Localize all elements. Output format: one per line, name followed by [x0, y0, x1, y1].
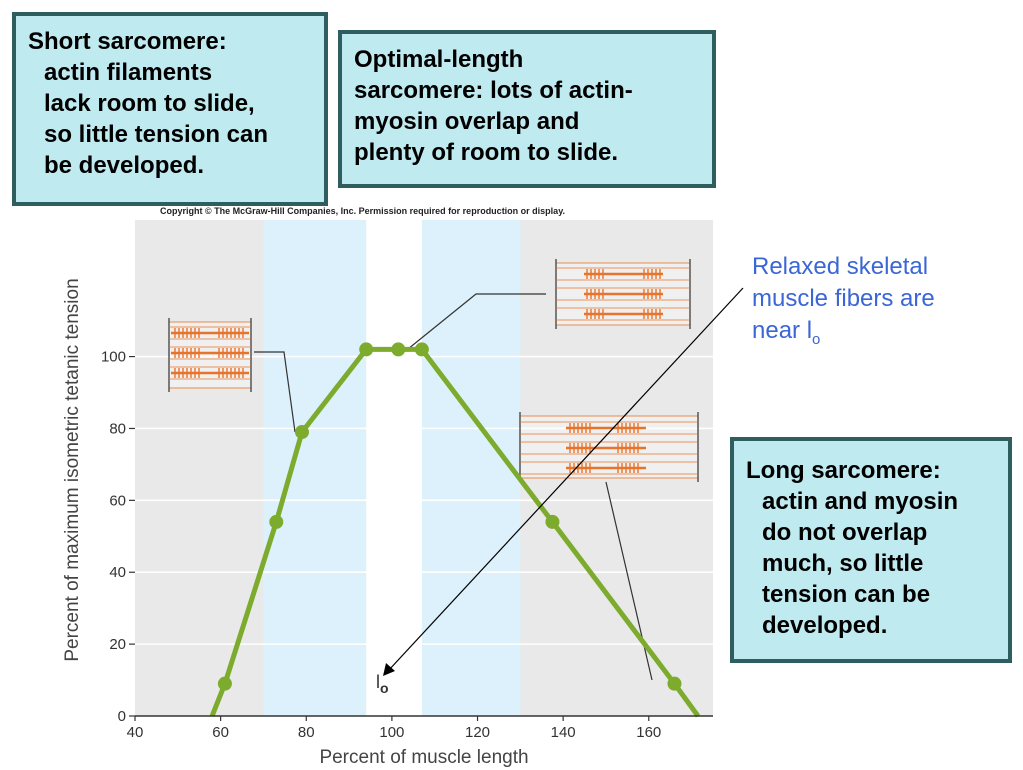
- data-point: [545, 514, 560, 529]
- x-tick-label: 40: [127, 724, 144, 741]
- series-line: [209, 346, 701, 718]
- annotation-line: Relaxed skeletal: [752, 253, 929, 280]
- relaxed-fibers-annotation: Relaxed skeletal muscle fibers are near …: [752, 251, 935, 356]
- callout-long-line: do not overlap: [762, 519, 928, 546]
- callout-long-line: tension can be: [762, 581, 931, 608]
- y-tick-label: 80: [109, 420, 126, 437]
- x-axis-label: Percent of muscle length: [319, 747, 528, 768]
- y-tick-label: 60: [109, 492, 126, 509]
- y-tick-label: 20: [109, 636, 126, 653]
- leader-line: [254, 351, 296, 433]
- tension-curve: [209, 342, 701, 718]
- callout-short-line: actin filaments: [44, 59, 213, 86]
- sarcomere-diagrams: [168, 259, 699, 482]
- shaded-band: [263, 220, 367, 716]
- y-tick-label: 40: [109, 564, 126, 581]
- callout-optimal-line: myosin overlap and: [354, 108, 580, 135]
- data-point: [294, 425, 309, 440]
- callout-optimal-line: plenty of room to slide.: [354, 139, 619, 166]
- callout-optimal-line: Optimal-length: [354, 46, 524, 73]
- annotation-arrow: [383, 287, 744, 676]
- lo-label: lo: [376, 672, 389, 696]
- callout-short-line: Short sarcomere:: [28, 28, 227, 55]
- x-tick-label: 120: [465, 724, 490, 741]
- axes: 40 60 80 100 120 140 160 0 20 40 60 80 100: [101, 349, 713, 741]
- data-point: [217, 676, 232, 691]
- sarcomere-diagram: [168, 318, 252, 392]
- x-tick-label: 160: [636, 724, 661, 741]
- annotation-subscript: o: [812, 330, 821, 348]
- shaded-band: [421, 220, 521, 716]
- callout-long-line: developed.: [762, 612, 888, 639]
- lo-label-base: l: [376, 672, 380, 692]
- callout-long-sarcomere: Long sarcomere: actin and myosin do not …: [730, 437, 1012, 663]
- annotation-line: near l: [752, 317, 813, 344]
- x-tick-label: 140: [551, 724, 576, 741]
- shaded-band: [366, 220, 422, 716]
- y-axis-label: Percent of maximum isometric tetanic ten…: [62, 278, 83, 661]
- data-point: [667, 676, 682, 691]
- callout-long-line: Long sarcomere:: [746, 457, 941, 484]
- annotation-line: muscle fibers are: [752, 285, 935, 312]
- sarcomere-diagram: [519, 412, 699, 482]
- callout-long-line: much, so little: [762, 550, 924, 577]
- x-tick-label: 100: [379, 724, 404, 741]
- callout-optimal-sarcomere: Optimal-length sarcomere: lots of actin-…: [338, 30, 716, 188]
- callout-optimal-line: sarcomere: lots of actin-: [354, 77, 633, 104]
- callout-long-line: actin and myosin: [762, 488, 959, 515]
- lo-label-sub: o: [380, 680, 389, 696]
- y-tick-label: 0: [118, 708, 126, 725]
- x-tick-label: 60: [212, 724, 229, 741]
- callout-short-line: lack room to slide,: [44, 90, 255, 117]
- callout-short-sarcomere: Short sarcomere: actin filaments lack ro…: [12, 12, 328, 206]
- x-tick-label: 80: [298, 724, 315, 741]
- callout-short-line: be developed.: [44, 152, 205, 179]
- data-point: [414, 342, 429, 357]
- copyright-notice: Copyright © The McGraw-Hill Companies, I…: [160, 206, 566, 216]
- data-point: [391, 342, 406, 357]
- callout-short-line: so little tension can: [44, 121, 269, 148]
- data-point: [359, 342, 374, 357]
- sarcomere-diagram: [555, 259, 691, 329]
- data-point: [269, 514, 284, 529]
- y-tick-label: 100: [101, 349, 126, 366]
- leader-line: [407, 293, 546, 350]
